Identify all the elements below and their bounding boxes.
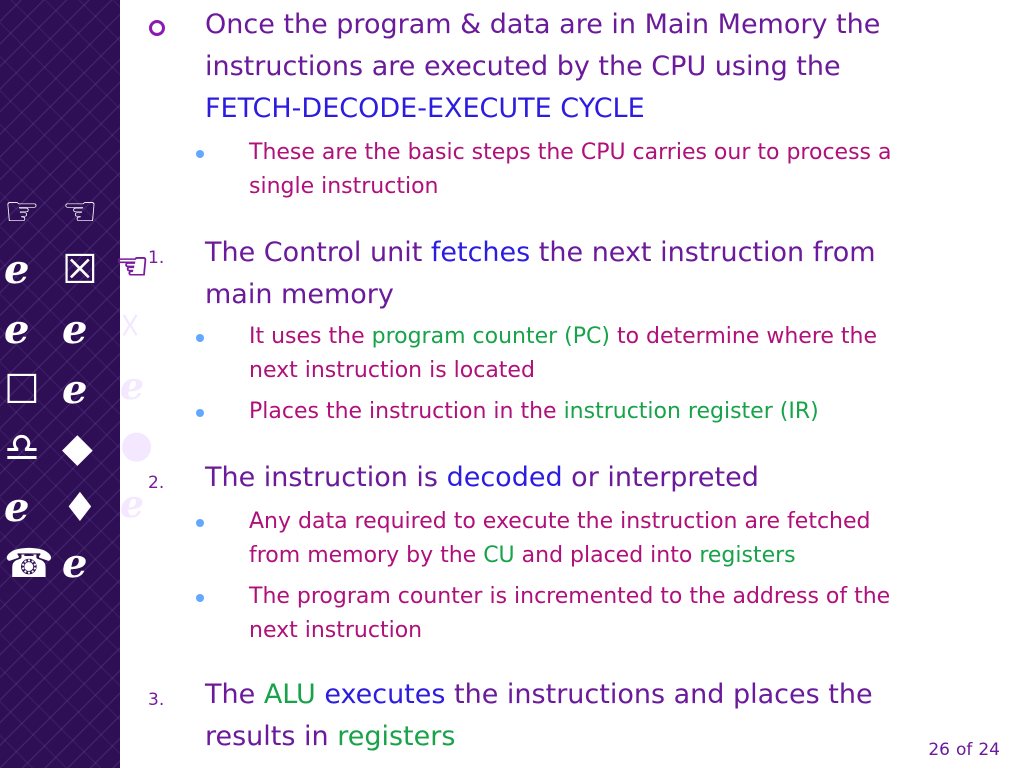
step1-text: The Control unit: [205, 237, 431, 268]
script-e-icon: ℯ: [4, 247, 30, 293]
sub-keyword: program counter (PC): [371, 324, 610, 349]
square-icon: ☐: [4, 367, 40, 413]
sub-text: next instruction: [249, 618, 423, 643]
sub-text: The program counter is incremented to th…: [249, 584, 891, 609]
step2-subpoint-1: Any data required to execute the instruc…: [249, 505, 1009, 573]
step3-text: the instructions and places the: [445, 679, 873, 710]
step3-text: results in: [205, 721, 338, 752]
sub-text: from memory by the: [249, 543, 484, 568]
intro-subpoint: These are the basic steps the CPU carrie…: [249, 136, 1009, 204]
intro-line-3: FETCH-DECODE-EXECUTE CYCLE: [205, 93, 645, 124]
pointing-hand-outline-icon: ☜: [114, 244, 150, 288]
step3-heading: The ALU executes the instructions and pl…: [205, 674, 995, 758]
step2-keyword: decoded: [446, 462, 563, 493]
sub-keyword: instruction register (IR): [563, 399, 819, 424]
sub-text: next instruction is located: [249, 358, 535, 383]
pointing-hand-icon: ☜: [62, 189, 98, 235]
bullet-dot-icon: [196, 150, 204, 158]
step1-keyword: fetches: [430, 237, 531, 268]
total-slide-count: 24: [978, 740, 1000, 760]
script-e-icon: ℯ: [62, 541, 88, 587]
script-e-outline-icon: ℯ: [120, 364, 145, 408]
step-number: 1.: [148, 248, 165, 268]
decorative-sidebar: ☞ ☜ ℯ ☒ ℯ ℯ ☐ ℯ ♎ ◆ ℯ ♦ ☎ ℯ: [0, 0, 120, 768]
step2-text: or interpreted: [562, 462, 759, 493]
step1-text: main memory: [205, 279, 394, 310]
step2-subpoint-2: The program counter is incremented to th…: [249, 580, 1009, 648]
bullet-dot-icon: [196, 519, 204, 527]
sub-keyword: registers: [699, 543, 796, 568]
slide-counter-of: of: [955, 740, 973, 760]
ballot-x-outline-icon: ☓: [120, 304, 141, 348]
ballot-box-x-icon: ☒: [62, 247, 98, 293]
script-e-icon: ℯ: [62, 367, 88, 413]
bullet-dot-icon: [196, 409, 204, 417]
libra-icon: ♎: [4, 425, 40, 471]
script-e-icon: ℯ: [4, 485, 30, 531]
script-e-icon: ℯ: [62, 307, 88, 353]
current-slide-number: 26: [928, 740, 950, 760]
pointing-hand-icon: ☞: [4, 189, 40, 235]
sub-text: Places the instruction in the: [249, 399, 564, 424]
sub-text: to determine where the: [609, 324, 878, 349]
step3-keyword: executes: [315, 679, 446, 710]
sub-text: Any data required to execute the instruc…: [249, 509, 871, 534]
intro-paragraph: Once the program & data are in Main Memo…: [205, 4, 995, 130]
script-e-icon: ℯ: [4, 307, 30, 353]
sub-text: It uses the: [249, 324, 372, 349]
step1-text: the next instruction from: [530, 237, 876, 268]
bullet-dot-icon: [196, 334, 204, 342]
step2-heading: The instruction is decoded or interprete…: [205, 457, 995, 499]
mailbox-icon: ☎: [4, 541, 54, 587]
sub-keyword: CU: [483, 543, 515, 568]
intro-line-1: Once the program & data are in Main Memo…: [205, 9, 881, 40]
diamond-icon: ◆: [62, 425, 93, 471]
circle-outline-icon: ●: [120, 422, 154, 466]
diamond-small-icon: ♦: [62, 485, 98, 531]
hollow-bullet-icon: [149, 20, 165, 36]
step1-heading: The Control unit fetches the next instru…: [205, 232, 995, 316]
step-number: 3.: [148, 690, 165, 710]
step2-text: The instruction is: [205, 462, 447, 493]
step3-keyword: registers: [337, 721, 456, 752]
intro-line-2: instructions are executed by the CPU usi…: [205, 51, 841, 82]
step-number: 2.: [148, 473, 165, 493]
step3-text: The: [205, 679, 264, 710]
bullet-dot-icon: [196, 594, 204, 602]
step3-keyword: ALU: [263, 679, 316, 710]
step1-subpoint-1: It uses the program counter (PC) to dete…: [249, 320, 1009, 388]
script-e-outline-icon: ℯ: [120, 482, 145, 526]
intro-sub-line-2: single instruction: [249, 174, 439, 199]
step1-subpoint-2: Places the instruction in the instructio…: [249, 395, 1009, 429]
intro-sub-line-1: These are the basic steps the CPU carrie…: [249, 140, 892, 165]
sub-text: and placed into: [514, 543, 700, 568]
